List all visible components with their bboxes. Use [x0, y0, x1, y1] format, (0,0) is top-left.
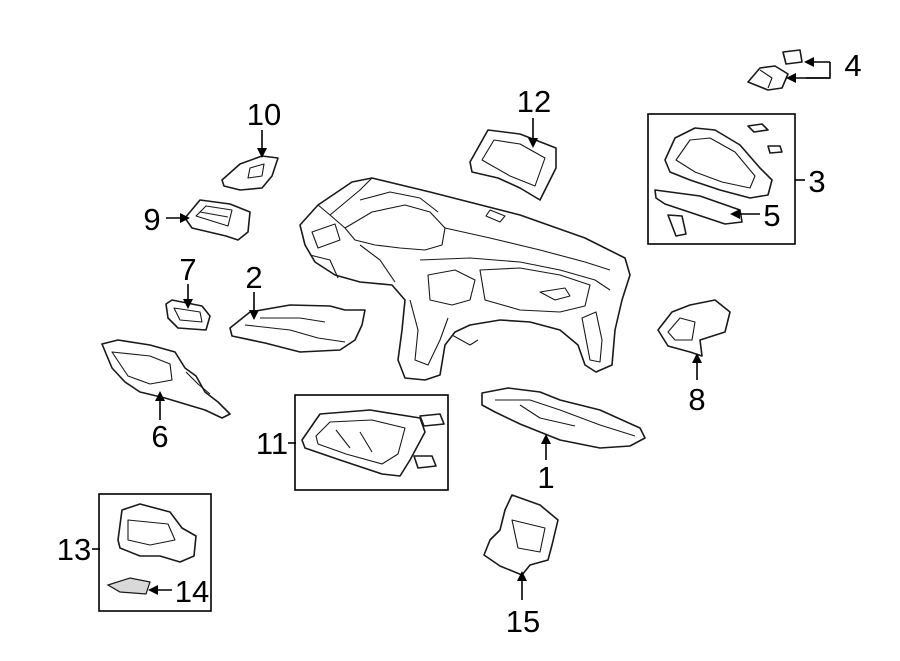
center-panel-part-11 [301, 409, 445, 477]
callout-2: 2 [245, 260, 262, 295]
storage-bin-box [98, 493, 212, 612]
storage-bin-part-13 [117, 503, 197, 563]
callout-6: 6 [151, 419, 168, 454]
trim-strip-part-5 [654, 189, 743, 237]
bracket-part-7 [165, 299, 211, 331]
callout-8: 8 [688, 382, 705, 417]
clip-part-4 [747, 49, 803, 91]
callout-3: 3 [808, 164, 825, 199]
callout-15: 15 [506, 604, 540, 639]
side-vent-part-8 [657, 299, 731, 357]
leader-lines [92, 57, 831, 600]
callout-13: 13 [57, 532, 91, 567]
lower-cover-part-1 [481, 387, 646, 449]
callout-9: 9 [143, 202, 160, 237]
cluster-hood-box [647, 113, 796, 245]
switch-panel-part-10 [221, 155, 279, 191]
callout-5: 5 [763, 198, 780, 233]
callout-4: 4 [844, 48, 861, 83]
lower-panel-part-6 [101, 339, 231, 419]
instrument-panel-assembly [299, 177, 631, 381]
vent-part-9 [184, 199, 251, 241]
callout-10: 10 [247, 97, 281, 132]
callout-11: 11 [256, 426, 288, 461]
tray-part-2 [229, 304, 366, 353]
callout-labels: 1 2 3 4 5 6 7 8 9 10 11 12 13 14 15 [57, 48, 862, 639]
callout-12: 12 [517, 84, 551, 119]
pad-part-14 [106, 577, 151, 595]
callout-7: 7 [179, 252, 196, 287]
callout-14: 14 [175, 574, 209, 609]
cluster-hood-part-3 [664, 123, 783, 199]
callout-1: 1 [537, 460, 554, 495]
display-bezel-part-12 [469, 129, 557, 201]
bracket-part-15 [483, 494, 559, 576]
